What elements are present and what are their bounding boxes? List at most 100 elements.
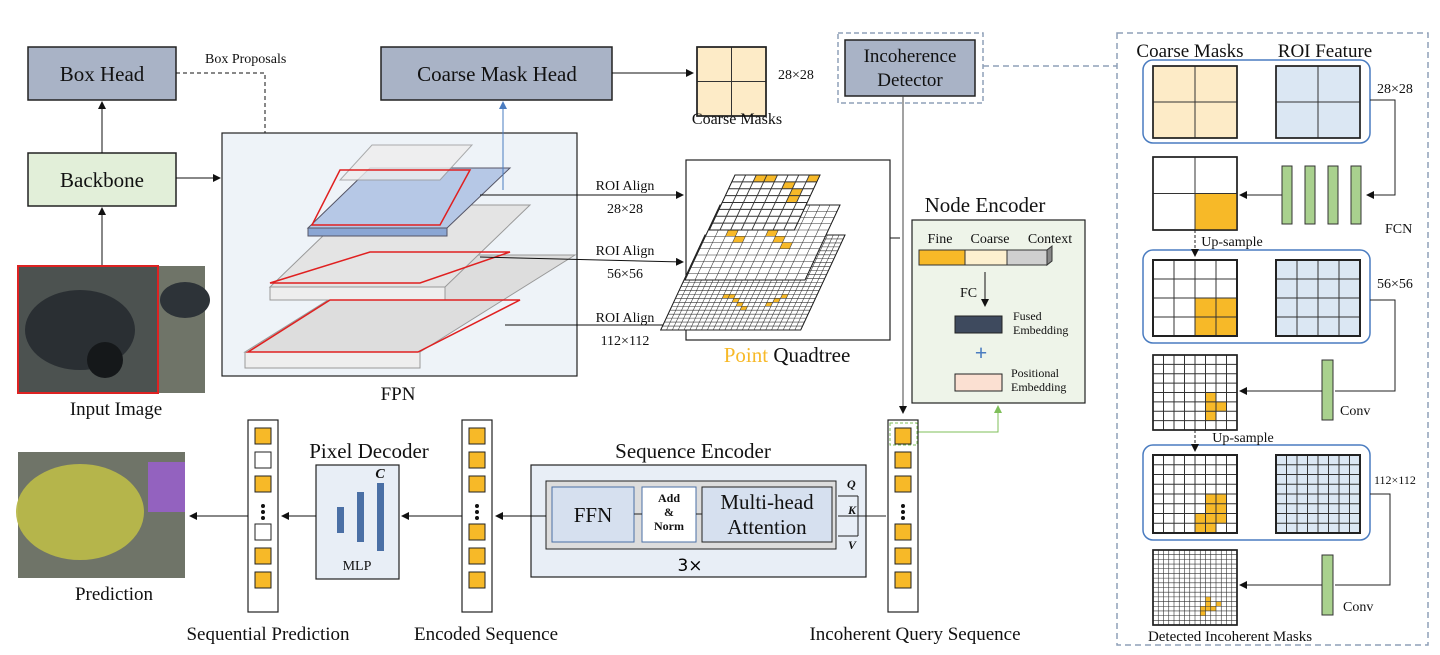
panel-coarse-masks-label: Coarse Masks	[1136, 41, 1243, 62]
quadtree-rest: Quadtree	[768, 343, 850, 367]
incoherent-cell	[753, 175, 767, 182]
sequence-token	[254, 547, 272, 565]
positional-label: Positional	[1011, 366, 1060, 380]
sequential-prediction-label: Sequential Prediction	[186, 624, 350, 645]
pixel-decoder-title: Pixel Decoder	[309, 439, 429, 463]
incoherent-cell	[1205, 596, 1211, 602]
mask-grid	[1275, 65, 1361, 139]
mask-grid	[696, 46, 767, 117]
conv-layer	[1321, 554, 1334, 616]
incoherent-cell	[1200, 606, 1206, 611]
sequence-token	[894, 451, 912, 469]
encoded-sequence	[461, 419, 493, 613]
incoherent-cell	[1216, 401, 1227, 412]
backbone: Backbone	[27, 152, 177, 207]
sequence-encoder-title: Sequence Encoder	[615, 439, 771, 463]
encoded-sequence-label: Encoded Sequence	[414, 624, 558, 645]
ellipsis-dot	[475, 504, 479, 508]
sequence-encoder: FFN Add & Norm Multi-head Attention Q K …	[530, 464, 886, 578]
coarse-masks-grid	[696, 46, 767, 117]
coarse-mask-head-label: Coarse Mask Head	[417, 62, 577, 86]
fcn-label: FCN	[1385, 222, 1412, 237]
sequence-token	[254, 427, 272, 445]
add-norm-label: Norm	[654, 519, 684, 533]
incoherent-cell	[1205, 494, 1216, 504]
roi-align-size: 56×56	[607, 267, 643, 282]
sequence-token	[254, 451, 272, 469]
context-label: Context	[1028, 232, 1072, 247]
roi-align-label: ROI Align	[596, 311, 655, 326]
incoherent-cell	[779, 242, 793, 249]
panel-roi-feature-label: ROI Feature	[1278, 41, 1372, 62]
positional-label: Embedding	[1011, 380, 1066, 394]
incoherent-cell	[1205, 523, 1216, 533]
sequence-token	[894, 427, 912, 445]
incoherent-cell	[735, 302, 744, 307]
roi-align-size: 112×112	[601, 334, 650, 349]
mlp-label: MLP	[343, 559, 372, 574]
arrow	[918, 405, 1002, 433]
fused-embedding-block	[954, 315, 1003, 334]
fpn-label: FPN	[381, 384, 416, 405]
sequence-token	[468, 427, 486, 445]
k-label: K	[847, 503, 857, 517]
fine-label: Fine	[928, 232, 953, 247]
sequence-token	[894, 571, 912, 589]
upsample-label: Up-sample	[1212, 431, 1273, 446]
box-proposals-label: Box Proposals	[205, 52, 286, 67]
incoherent-cell	[1216, 494, 1227, 504]
quadtree-label: Point Quadtree	[724, 343, 851, 367]
incoherent-cell	[731, 298, 740, 303]
incoherent-cell	[765, 230, 779, 237]
positional-embedding-block	[954, 373, 1003, 392]
incoherent-cell	[1205, 601, 1211, 607]
incoherent-cell	[727, 294, 736, 299]
sequence-token	[468, 475, 486, 493]
incoherent-cell	[1205, 606, 1211, 611]
incoherence-detector-label: Detector	[877, 70, 943, 91]
mask-grid	[1152, 354, 1238, 431]
incoherent-cell	[763, 175, 778, 182]
sequence-token	[468, 571, 486, 589]
sequence-token	[894, 547, 912, 565]
fpn	[221, 132, 578, 377]
sequence-token	[254, 475, 272, 493]
incoherent-cell	[1195, 513, 1206, 524]
size-56-label: 56×56	[1377, 277, 1413, 292]
mha-label: Multi-head	[720, 490, 814, 514]
node-encoder-title: Node Encoder	[925, 193, 1046, 217]
incoherent-cell	[806, 175, 820, 182]
input-image-label: Input Image	[70, 399, 162, 420]
fc-label: FC	[960, 286, 977, 301]
size-112-label: 112×112	[1374, 473, 1416, 487]
fcn-layers	[1281, 165, 1362, 225]
sequential-prediction	[247, 419, 279, 613]
ellipsis-dot	[261, 510, 265, 514]
sequence-token	[254, 571, 272, 589]
backbone-label: Backbone	[60, 168, 144, 192]
incoherent-cell	[781, 181, 796, 189]
incoherent-cell	[1205, 503, 1216, 514]
incoherent-cell	[1216, 601, 1222, 607]
sequence-token	[468, 451, 486, 469]
mask-grid	[1275, 259, 1361, 337]
incoherent-cell	[725, 230, 739, 237]
q-label: Q	[847, 477, 856, 491]
coarse-masks-label: Coarse Masks	[692, 111, 782, 128]
conv-layer	[1321, 359, 1334, 421]
ellipsis-dot	[475, 516, 479, 520]
coarse-mask-head: Coarse Mask Head	[380, 46, 613, 101]
incoherent-cell	[1205, 392, 1216, 402]
incoherent-cell	[785, 195, 800, 203]
incoherent-cell	[1216, 503, 1227, 514]
detector-panel: Coarse Masks ROI Feature 28×28 56×56 112…	[1116, 32, 1429, 646]
incoherent-query-sequence	[887, 419, 919, 613]
add-norm-label: Add	[658, 491, 680, 505]
sequence-token	[894, 475, 912, 493]
ellipsis-dot	[901, 504, 905, 508]
incoherent-cell	[1216, 317, 1237, 336]
incoherent-cell	[1200, 610, 1206, 616]
incoherence-detector: Incoherence Detector	[837, 32, 984, 104]
incoherent-cell	[789, 188, 803, 196]
